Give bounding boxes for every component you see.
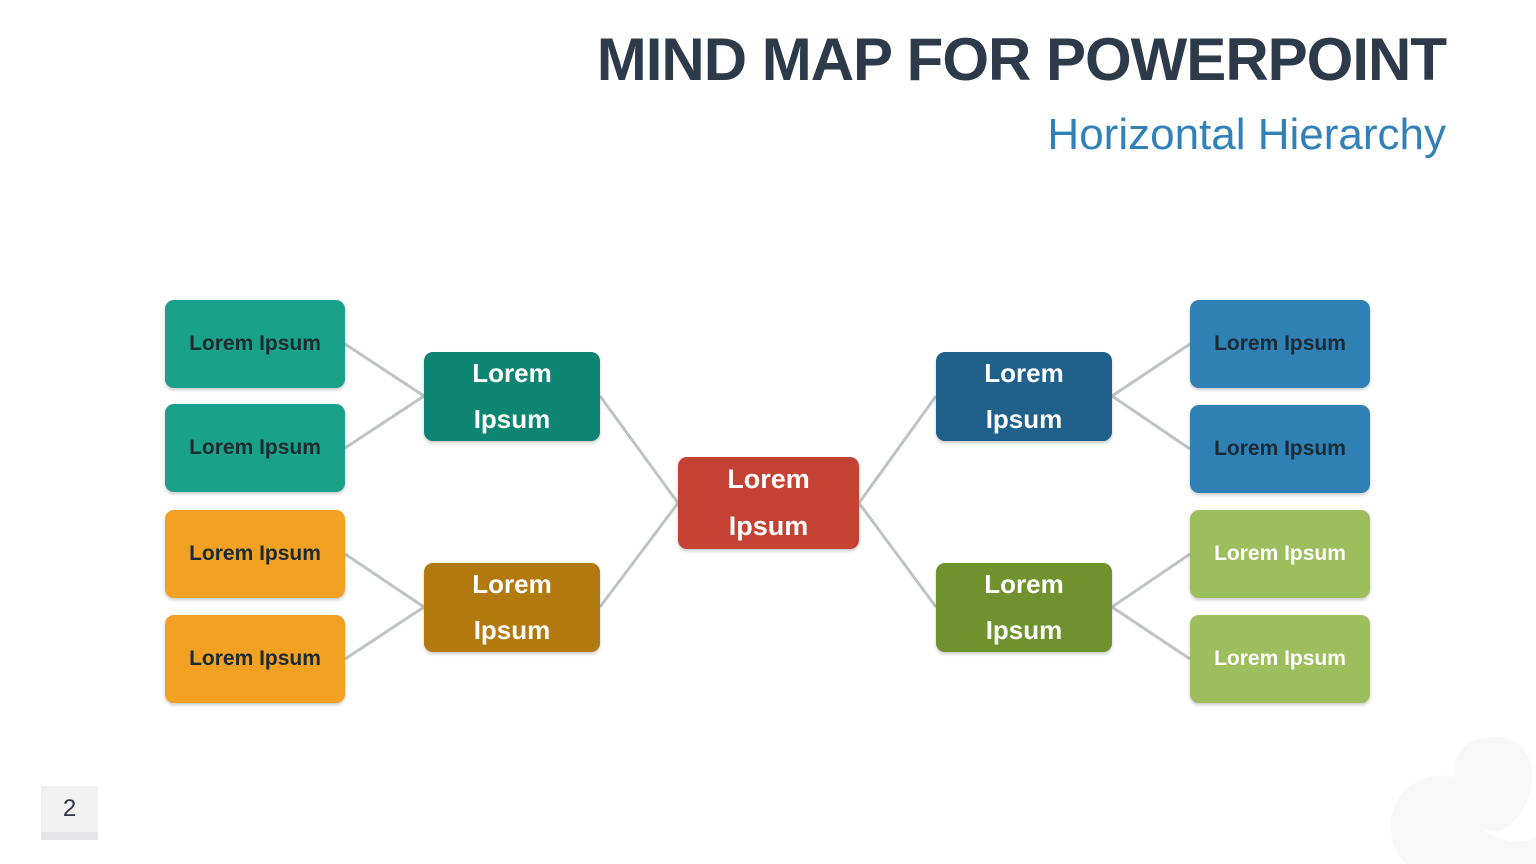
- mindmap-node-right-leaf-3[interactable]: Lorem Ipsum: [1190, 510, 1370, 598]
- watermark-logo: [1390, 736, 1536, 864]
- node-label: Lorem Ipsum: [984, 569, 1064, 645]
- node-label: Lorem Ipsum: [189, 332, 321, 355]
- node-label: Lorem Ipsum: [1214, 647, 1346, 670]
- slide-subtitle: Horizontal Hierarchy: [1047, 110, 1446, 159]
- mindmap-node-right-leaf-4[interactable]: Lorem Ipsum: [1190, 615, 1370, 703]
- node-label: Lorem Ipsum: [727, 463, 810, 541]
- mindmap-node-left-leaf-2[interactable]: Lorem Ipsum: [165, 404, 345, 492]
- node-label: Lorem Ipsum: [1214, 542, 1346, 565]
- node-label: Lorem Ipsum: [984, 358, 1064, 434]
- node-label: Lorem Ipsum: [1214, 332, 1346, 355]
- page-number-badge: 2: [41, 786, 98, 840]
- mindmap-node-right-branch-1[interactable]: Lorem Ipsum: [936, 352, 1112, 441]
- slide-title: MIND MAP FOR POWERPOINT: [596, 26, 1447, 93]
- node-label: Lorem Ipsum: [189, 647, 321, 670]
- mindmap-node-right-leaf-2[interactable]: Lorem Ipsum: [1190, 405, 1370, 493]
- node-label: Lorem Ipsum: [472, 569, 552, 645]
- mindmap-node-center[interactable]: Lorem Ipsum: [678, 457, 859, 549]
- mindmap-node-left-leaf-4[interactable]: Lorem Ipsum: [165, 615, 345, 703]
- node-label: Lorem Ipsum: [189, 436, 321, 459]
- node-label: Lorem Ipsum: [189, 542, 321, 565]
- mindmap-node-right-branch-2[interactable]: Lorem Ipsum: [936, 563, 1112, 652]
- mindmap-node-left-branch-1[interactable]: Lorem Ipsum: [424, 352, 600, 441]
- page-number: 2: [62, 795, 77, 822]
- mindmap-node-left-leaf-3[interactable]: Lorem Ipsum: [165, 510, 345, 598]
- node-label: Lorem Ipsum: [1214, 437, 1346, 460]
- mindmap-node-left-leaf-1[interactable]: Lorem Ipsum: [165, 300, 345, 388]
- mindmap-node-right-leaf-1[interactable]: Lorem Ipsum: [1190, 300, 1370, 388]
- node-label: Lorem Ipsum: [472, 358, 552, 434]
- mindmap-node-left-branch-2[interactable]: Lorem Ipsum: [424, 563, 600, 652]
